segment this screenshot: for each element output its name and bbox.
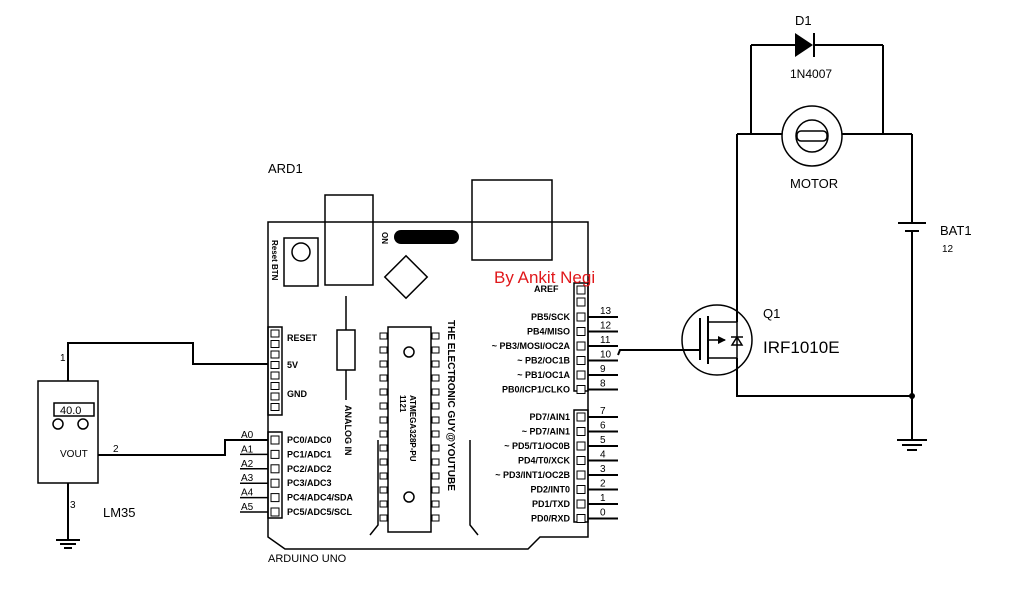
lm35-vout: VOUT	[60, 449, 88, 460]
mcu-part: ATMEGA328P-PU	[408, 395, 417, 462]
analog-wire-label: A2	[241, 459, 254, 470]
analog-wire-label: A1	[241, 444, 254, 455]
digital-pin-label: ~ PD5/T1/OC0B	[504, 441, 570, 451]
analog-pin-label: PC5/ADC5/SCL	[287, 507, 353, 517]
digital-pin-label: PD0/RXD	[531, 514, 571, 524]
on-label: ON	[380, 232, 389, 244]
digital-pin-label: PD1/TXD	[532, 499, 571, 509]
board-name: ARDUINO UNO	[268, 553, 347, 565]
digital-pin-number: 3	[600, 464, 606, 475]
digital-pin-number: 6	[600, 421, 606, 432]
digital-pin-label: ~ PB3/MOSI/OC2A	[492, 341, 571, 351]
on-led	[394, 230, 459, 244]
arduino-board: Reset BTN ON ANALOG IN 1121 ATMEGA328P-P…	[240, 161, 618, 565]
analog-in-label: ANALOG IN	[343, 405, 353, 456]
digital-pin-number: 7	[600, 406, 606, 417]
motor-label: MOTOR	[790, 176, 838, 191]
wire-source	[736, 358, 912, 397]
digital-pin-number: 1	[600, 493, 606, 504]
mosfet-q1: Q1 IRF1010E	[681, 304, 840, 376]
lm35-name: LM35	[103, 505, 136, 520]
motor-body	[781, 105, 843, 167]
battery-bat1: BAT1 12	[898, 222, 972, 255]
power-jack	[471, 179, 553, 261]
wire-vout	[98, 439, 268, 456]
lm35-pin2: 2	[113, 444, 119, 455]
digital-pin-label: ~ PD7/AIN1	[522, 427, 570, 437]
digital-pin-label: PB4/MISO	[527, 327, 570, 337]
digital-pin-number: 4	[600, 450, 606, 461]
mosfet-part: IRF1010E	[763, 338, 840, 357]
analog-wire-label: A5	[241, 502, 254, 513]
author-label: By Ankit Negi	[494, 268, 595, 287]
lm35-reading: 40.0	[60, 405, 81, 417]
mcu-pins	[379, 332, 440, 522]
mosfet-body	[681, 304, 753, 376]
digital-pin-label: PB0/ICP1/CLKO	[502, 385, 570, 395]
battery-value: 12	[942, 244, 954, 255]
digital-pin-label: PB5/SCK	[531, 312, 571, 322]
reset-btn-label: Reset BTN	[270, 240, 279, 281]
wire-5v	[67, 342, 268, 381]
motor: MOTOR	[781, 105, 843, 191]
analog-pin-label: PC0/ADC0	[287, 435, 332, 445]
power-pin-label: RESET	[287, 333, 318, 343]
digital-pin-label: ~ PB1/OC1A	[517, 370, 570, 380]
diode-part: 1N4007	[790, 67, 832, 81]
lm35-body	[37, 380, 99, 484]
digital-pin-number: 13	[600, 306, 612, 317]
reset-button-cap	[291, 242, 311, 262]
digital-pin-label: PD2/INT0	[530, 485, 570, 495]
digital-pin-label: PD4/T0/XCK	[518, 456, 571, 466]
digital-pin-number: 12	[600, 321, 612, 332]
wire-gate	[617, 349, 700, 356]
analog-wire-label: A4	[241, 488, 254, 499]
analog-pin-label: PC4/ADC4/SDA	[287, 493, 354, 503]
diode-d1: D1 1N4007	[790, 13, 832, 81]
mcu-number: 1121	[398, 395, 407, 413]
digital-pin-number: 9	[600, 364, 606, 375]
digital-pin-label: PD7/AIN1	[529, 412, 570, 422]
board-ref: ARD1	[268, 161, 303, 176]
power-pin-label: GND	[287, 389, 308, 399]
mosfet-ref: Q1	[763, 306, 780, 321]
digital-pin-number: 11	[600, 335, 611, 346]
digital-pin-label: ~ PD3/INT1/OC2B	[495, 470, 570, 480]
digital-pin-number: 10	[600, 350, 612, 361]
analog-pin-label: PC3/ADC3	[287, 478, 332, 488]
aref-label: AREF	[534, 284, 559, 294]
digital-pin-number: 8	[600, 379, 606, 390]
crystal-chip	[383, 254, 429, 300]
analog-wire-label: A3	[241, 473, 254, 484]
digital-pin-number: 2	[600, 479, 606, 490]
power-header: RESET 5V GND	[267, 326, 318, 416]
battery-ref: BAT1	[940, 223, 972, 238]
analog-wire-label: A0	[241, 430, 254, 441]
mcu-chip	[387, 326, 432, 533]
digital-pin-label: ~ PB2/OC1B	[517, 356, 570, 366]
board-resistor	[336, 329, 356, 371]
analog-pin-label: PC2/ADC2	[287, 464, 332, 474]
digital-pin-number: 0	[600, 508, 606, 519]
board-outline	[267, 221, 589, 550]
lm35-pin3: 3	[70, 500, 76, 511]
brand-label: THE ELECTRONIC GUY@YOUTUBE	[445, 320, 456, 491]
digital-pin-number: 5	[600, 435, 606, 446]
usb-connector	[324, 194, 374, 286]
diode-ref: D1	[795, 13, 812, 28]
power-pin-label: 5V	[287, 360, 298, 370]
reset-button	[283, 237, 319, 287]
lm35-pin1: 1	[60, 353, 66, 364]
analog-pin-label: PC1/ADC1	[287, 449, 332, 459]
lm35-display	[53, 402, 95, 417]
lm35-sensor: 40.0 VOUT 1 2 3 LM35	[37, 353, 136, 549]
